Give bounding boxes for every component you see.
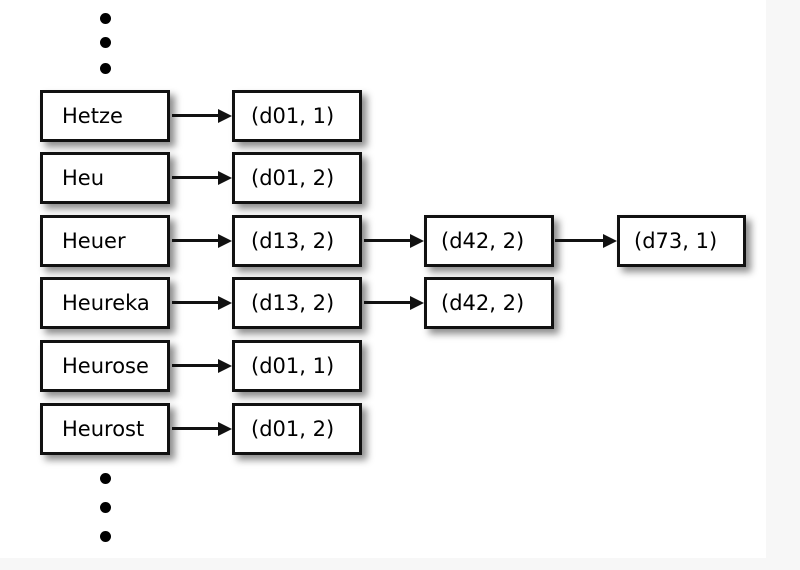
term-node-hetze[interactable]: Hetze (40, 90, 170, 142)
edge-shaft (172, 364, 218, 367)
edge-arrowhead (410, 296, 424, 310)
posting-node-c3-r4[interactable]: (d42, 2) (424, 277, 554, 329)
edge-arrowhead (218, 234, 232, 248)
ellipsis-dot (100, 13, 111, 24)
posting-node-c4-r3[interactable]: (d73, 1) (617, 215, 746, 267)
edge-heurose-to-c2r5 (172, 359, 232, 373)
posting-node-c3-r3[interactable]: (d42, 2) (424, 215, 554, 267)
term-node-heuer[interactable]: Heuer (40, 215, 170, 267)
term-node-heurost[interactable]: Heurost (40, 403, 170, 455)
posting-node-c2-r5[interactable]: (d01, 1) (232, 340, 362, 392)
edge-shaft (172, 114, 218, 117)
edge-shaft (364, 239, 410, 242)
edge-heu-to-c2r2 (172, 171, 232, 185)
term-node-heu[interactable]: Heu (40, 152, 170, 204)
edge-shaft (172, 301, 218, 304)
term-node-heureka[interactable]: Heureka (40, 277, 170, 329)
edge-heurost-to-c2r6 (172, 422, 232, 436)
edge-hetze-to-c2r1 (172, 109, 232, 123)
posting-node-c2-r4[interactable]: (d13, 2) (232, 277, 362, 329)
edge-arrowhead (218, 296, 232, 310)
edge-shaft (172, 239, 218, 242)
ellipsis-dot (100, 531, 111, 542)
edge-shaft (172, 176, 218, 179)
edge-c2r4-to-c3r4 (364, 296, 424, 310)
posting-node-c2-r2[interactable]: (d01, 2) (232, 152, 362, 204)
edge-shaft (172, 427, 218, 430)
edge-arrowhead (218, 359, 232, 373)
edge-arrowhead (218, 422, 232, 436)
edge-shaft (364, 301, 410, 304)
edge-arrowhead (603, 234, 617, 248)
ellipsis-dot (100, 37, 111, 48)
term-node-heurose[interactable]: Heurose (40, 340, 170, 392)
edge-c3r3-to-c4r3 (555, 234, 617, 248)
edge-c2r3-to-c3r3 (364, 234, 424, 248)
edge-arrowhead (218, 171, 232, 185)
posting-node-c2-r3[interactable]: (d13, 2) (232, 215, 362, 267)
edge-shaft (555, 239, 603, 242)
edge-heuer-to-c2r3 (172, 234, 232, 248)
edge-heureka-to-c2r4 (172, 296, 232, 310)
ellipsis-dot (100, 63, 111, 74)
ellipsis-dot (100, 502, 111, 513)
posting-node-c2-r6[interactable]: (d01, 2) (232, 403, 362, 455)
edge-arrowhead (410, 234, 424, 248)
ellipsis-dot (100, 473, 111, 484)
edge-arrowhead (218, 109, 232, 123)
posting-node-c2-r1[interactable]: (d01, 1) (232, 90, 362, 142)
